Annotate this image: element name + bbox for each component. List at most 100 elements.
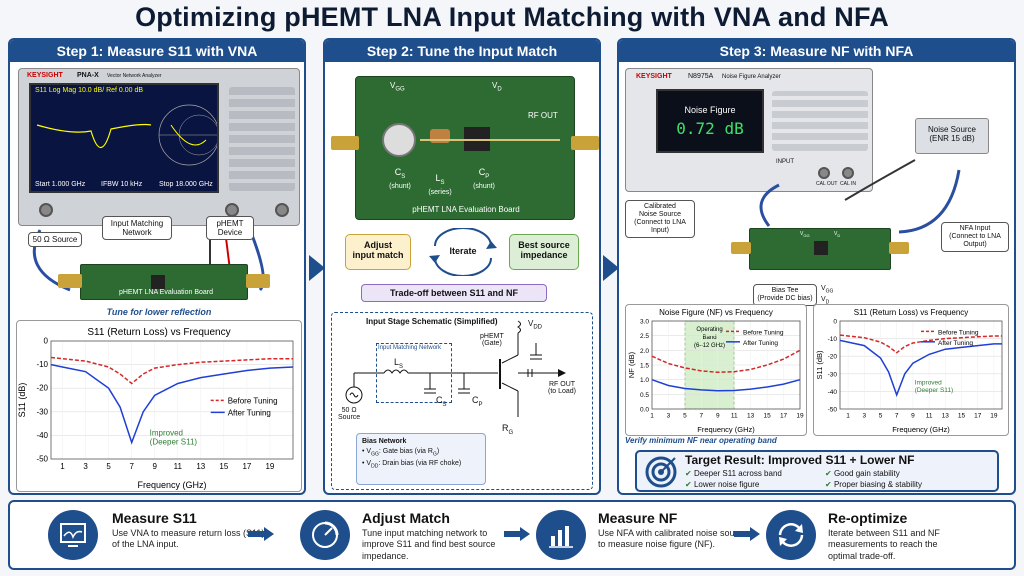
schem-phemt: pHEMT (Gate) (480, 333, 504, 347)
vgg-label: VGG (390, 81, 405, 93)
workflow-title-2: Measure NF (598, 510, 678, 526)
x-tick-label: 17 (242, 462, 251, 471)
step3-cables (759, 159, 961, 260)
x-tick-label: 3 (83, 462, 88, 471)
series-line-after (50, 363, 294, 445)
port2-icon[interactable] (225, 203, 239, 217)
nfa-keysight-logo: KEYSIGHT (636, 73, 672, 80)
y-tick-label: 1.0 (640, 377, 649, 384)
chart-title: Noise Figure (NF) vs Frequency (659, 308, 773, 317)
sma-left-icon (58, 274, 82, 288)
iterate-cycle-icon (429, 228, 497, 276)
band-label: (6–12 GHz) (694, 343, 725, 349)
x-tick-label: 11 (731, 413, 738, 420)
annotation-label: Improved (915, 379, 942, 386)
schem-title: Input Stage Schematic (Simplified) (366, 317, 498, 326)
nfa-instrument: KEYSIGHT N8975A Noise Figure Analyzer No… (625, 68, 873, 192)
workflow-strip: Measure S11 Use VNA to measure return lo… (8, 500, 1016, 570)
step3-caption: Verify minimum NF near operating band (625, 436, 777, 445)
series-line-before (839, 334, 1002, 354)
y-tick-label: -50 (828, 407, 838, 414)
y-tick-label: -30 (828, 371, 838, 378)
tuning-knob-icon (300, 510, 350, 560)
schematic-box: Input Stage Schematic (Simplified) Input… (331, 312, 593, 490)
x-tick-label: 13 (196, 462, 205, 471)
chart-svg: S11 (Return Loss) vs Frequency0-10-20-30… (815, 308, 1003, 434)
bar-chart-icon (536, 510, 586, 560)
trimmer-cap-icon[interactable] (382, 123, 416, 157)
legend-label: After Tuning (938, 340, 973, 347)
chart-svg: S11 (Return Loss) vs Frequency0-10-20-30… (17, 327, 294, 490)
check-icon: ✔ (825, 480, 832, 489)
bias-network-box: Bias Network • VGG: Gate bias (via RG) •… (356, 433, 486, 485)
port3-icon[interactable] (275, 203, 289, 217)
step2-board: VGG VD RF OUT CS(shunt) LS(series) CP(sh… (355, 76, 575, 220)
schem-cp: CP (472, 395, 483, 408)
keysight-logo: KEYSIGHT (27, 72, 63, 79)
series-line-after (651, 378, 801, 392)
nfa-model: N8975A (688, 73, 714, 80)
plot-frame (50, 340, 294, 460)
x-tick-label: 3 (667, 413, 671, 420)
x-tick-label: 19 (990, 413, 998, 420)
bias-vd: VD (821, 295, 830, 306)
series-line-before (651, 349, 801, 374)
schem-rg: RG (502, 423, 514, 436)
callout-calibrated: Calibrated Noise Source (Connect to LNA … (625, 200, 695, 239)
band-label: Band (703, 335, 717, 341)
workflow-title-0: Measure S11 (112, 510, 197, 526)
calout-port-icon[interactable] (818, 167, 830, 179)
target-icon (645, 456, 677, 488)
arrow-1-icon (309, 255, 325, 281)
y-tick-label: -50 (36, 455, 48, 464)
vna-screen: S11 Log Mag 10.0 dB/ Ref 0.00 dB Start 1… (29, 83, 219, 193)
workflow-title-3: Re-optimize (828, 510, 908, 526)
nfa-model-sub: Noise Figure Analyzer (722, 74, 781, 80)
rfout-label: RF OUT (528, 111, 558, 120)
chart-title: S11 (Return Loss) vs Frequency (854, 308, 969, 317)
step1-chip (151, 275, 165, 289)
callout-50ohm: 50 Ω Source (28, 232, 82, 248)
sma-out-icon (571, 136, 599, 150)
y-tick-label: -10 (36, 360, 48, 369)
bias-title: Bias Network (362, 438, 407, 445)
cp-label: CP(shunt) (473, 167, 495, 190)
cs-label: CS(shunt) (389, 167, 411, 190)
vna-keypad[interactable] (229, 87, 295, 191)
y-axis-label: S11 (dB) (17, 383, 27, 418)
legend-label: Before Tuning (938, 329, 979, 336)
tradeoff-box: Trade-off between S11 and NF (361, 284, 547, 302)
sma-in-icon (331, 136, 359, 150)
calin-port-icon[interactable] (842, 167, 854, 179)
best-impedance-box: Best source impedance (509, 234, 579, 270)
vna-start: Start 1.000 GHz (35, 181, 86, 188)
legend-label: After Tuning (228, 408, 271, 417)
schem-cs: CS (436, 395, 447, 408)
check-icon: ✔ (685, 469, 692, 478)
nfa-input-port: INPUT (776, 159, 794, 165)
port1-icon[interactable] (39, 203, 53, 217)
x-tick-label: 1 (650, 413, 654, 420)
x-tick-label: 5 (106, 462, 111, 471)
nfa-screen-title: Noise Figure (684, 105, 736, 115)
annotation-label: (Deeper S11) (150, 437, 198, 446)
y-tick-label: 2.5 (640, 333, 649, 340)
x-tick-label: 5 (879, 413, 883, 420)
bias-item-vgg: • VGG: Gate bias (via RG) (362, 448, 440, 458)
y-tick-label: -20 (828, 354, 838, 361)
x-axis-label: Frequency (GHz) (697, 425, 755, 434)
y-tick-label: -40 (828, 389, 838, 396)
check-icon: ✔ (825, 469, 832, 478)
nfa-keypad[interactable] (772, 91, 868, 151)
y-axis-label: S11 (dB) (815, 350, 824, 380)
y-tick-label: 2.0 (640, 348, 649, 355)
target-item-2: ✔ Lower noise figure (685, 480, 760, 489)
y-tick-label: 0 (833, 319, 837, 326)
x-tick-label: 1 (846, 413, 850, 420)
bias-item-vdd: • VDD: Drain bias (via RF choke) (362, 459, 462, 470)
y-tick-label: -30 (36, 407, 48, 416)
workflow-arrow-icon (248, 527, 274, 541)
callout-nfa-input: NFA Input (Connect to LNA Output) (941, 222, 1009, 253)
iterate-label: Iterate (449, 246, 477, 256)
